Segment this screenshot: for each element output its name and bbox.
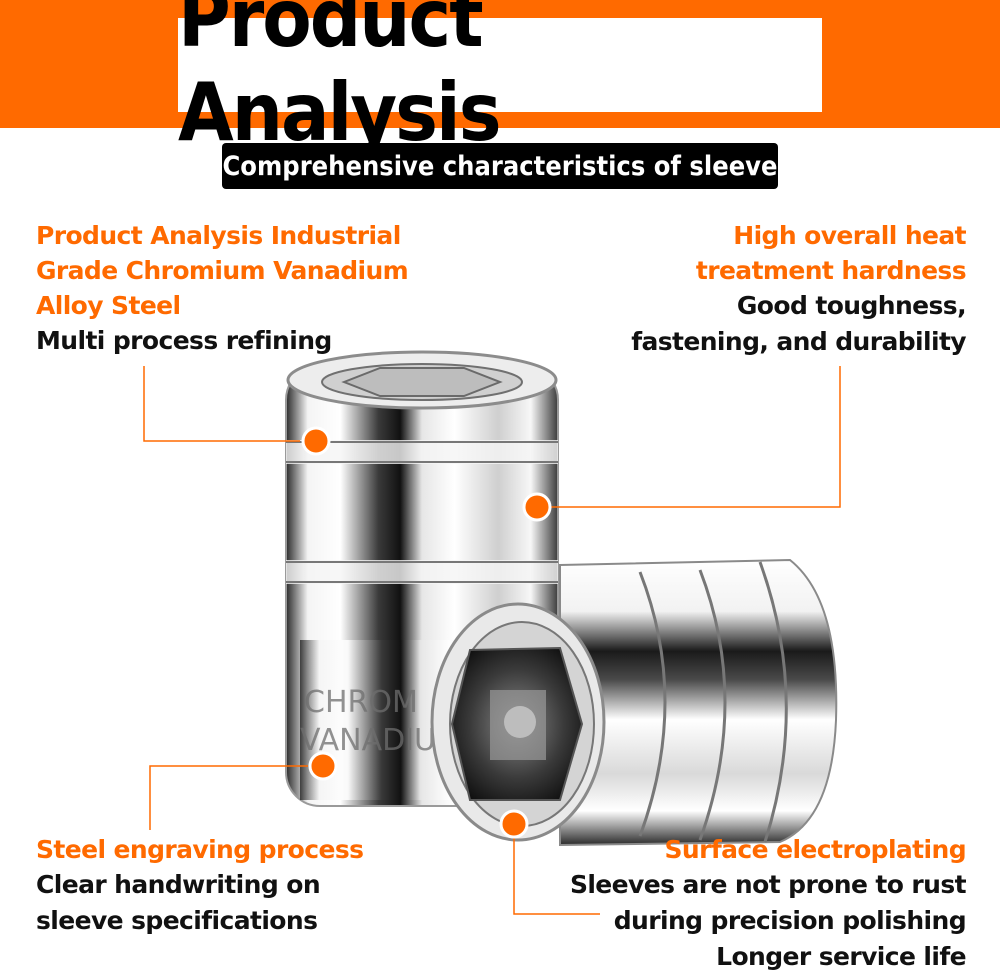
leader-line-hardness	[542, 366, 841, 508]
engraving-detail-line-2: sleeve specifications	[36, 906, 318, 935]
leader-line-plating	[513, 826, 600, 915]
subtitle-badge: Comprehensive characteristics of sleeve	[222, 143, 778, 189]
callout-dot-material	[301, 426, 331, 456]
hardness-detail-line-1: Good toughness,	[736, 291, 967, 320]
leader-line-material	[143, 366, 300, 442]
material-heading-line-1: Product Analysis Industrial	[36, 221, 401, 250]
callout-engraving: Steel engraving process Clear handwritin…	[36, 832, 364, 939]
hardness-detail-line-2: fastening, and durability	[631, 327, 966, 356]
leader-line-engraving	[149, 765, 308, 830]
engraving-line-1: CHROM	[304, 685, 418, 720]
title-plate	[178, 18, 822, 112]
leader-lines	[143, 366, 841, 915]
hardness-heading-line-1: High overall heat	[733, 221, 966, 250]
callout-dots	[301, 426, 552, 839]
plating-detail-line-3: Longer service life	[716, 942, 966, 971]
callout-dot-plating	[499, 809, 529, 839]
material-heading-line-2: Grade Chromium Vanadium	[36, 256, 409, 285]
callout-hardness: High overall heat treatment hardness Goo…	[631, 218, 966, 360]
plating-detail-line-2: during precision polishing	[613, 906, 967, 935]
plating-detail-line-1: Sleeves are not prone to rust	[569, 870, 967, 899]
callout-dot-hardness	[522, 492, 552, 522]
callout-dot-engraving	[308, 751, 338, 781]
engraving-heading-line-1: Steel engraving process	[36, 835, 364, 864]
material-detail-line-1: Multi process refining	[36, 326, 332, 355]
callout-plating: Surface electroplating Sleeves are not p…	[569, 832, 967, 975]
engraving-detail-line-1: Clear handwriting on	[36, 870, 321, 899]
callout-material: Product Analysis Industrial Grade Chromi…	[36, 218, 409, 359]
material-heading-line-3: Alloy Steel	[36, 291, 181, 320]
plating-heading-line-1: Surface electroplating	[664, 835, 967, 864]
hardness-heading-line-2: treatment hardness	[695, 256, 967, 285]
